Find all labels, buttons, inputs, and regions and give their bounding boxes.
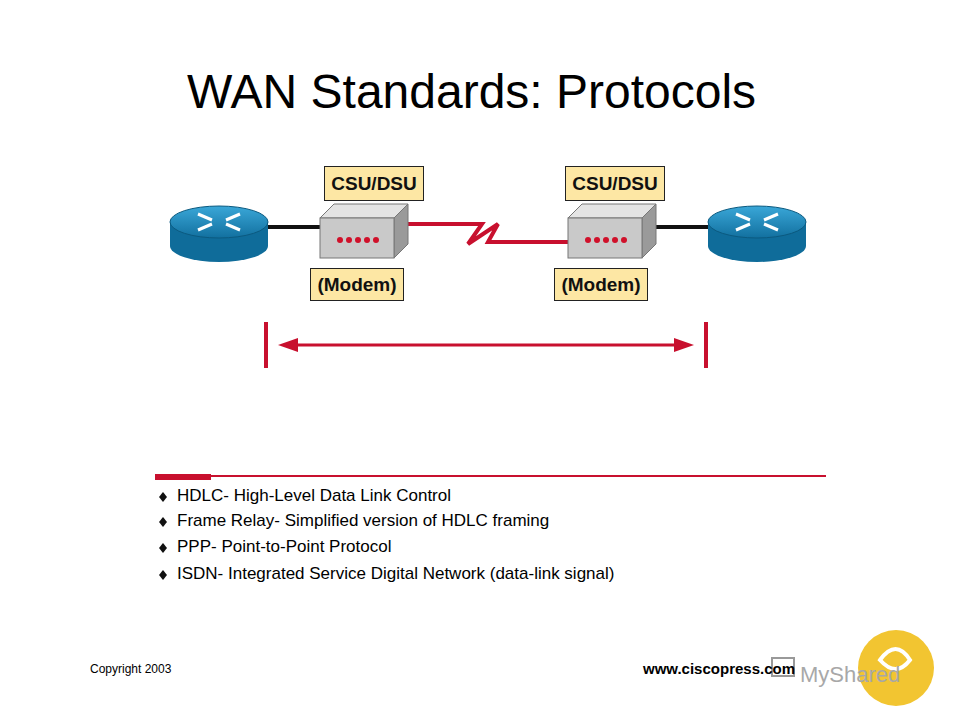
rule-line (155, 475, 826, 477)
box-label: CSU/DSU (572, 173, 658, 195)
label-box: (Modem) (310, 268, 404, 301)
label-box: CSU/DSU (324, 166, 424, 201)
span-arrow (266, 322, 706, 368)
protocol-item: HDLC- High-Level Data Link Control (177, 486, 451, 506)
label-box: CSU/DSU (565, 166, 665, 201)
wire (266, 225, 322, 229)
modem-device (568, 204, 656, 258)
protocol-item: PPP- Point-to-Point Protocol (177, 537, 391, 557)
slide-title: WAN Standards: Protocols (187, 64, 756, 119)
bullet-diamonds (159, 492, 167, 580)
wire (654, 225, 710, 229)
website-url: www.ciscopress.com (643, 660, 795, 677)
modem-device (320, 204, 408, 258)
label-box: (Modem) (554, 268, 648, 301)
box-label: (Modem) (561, 274, 640, 296)
protocol-item: ISDN- Integrated Service Digital Network… (177, 564, 614, 584)
copyright-note: Copyright 2003 (90, 662, 171, 676)
box-label: (Modem) (317, 274, 396, 296)
rule-accent (155, 474, 211, 480)
protocol-item: Frame Relay- Simplified version of HDLC … (177, 511, 549, 531)
box-label: CSU/DSU (331, 173, 417, 195)
serial-link (406, 224, 570, 244)
watermark-logo (772, 630, 934, 706)
router-icon (708, 206, 806, 262)
router-icon (170, 206, 268, 262)
watermark-text: MyShared (800, 662, 900, 688)
